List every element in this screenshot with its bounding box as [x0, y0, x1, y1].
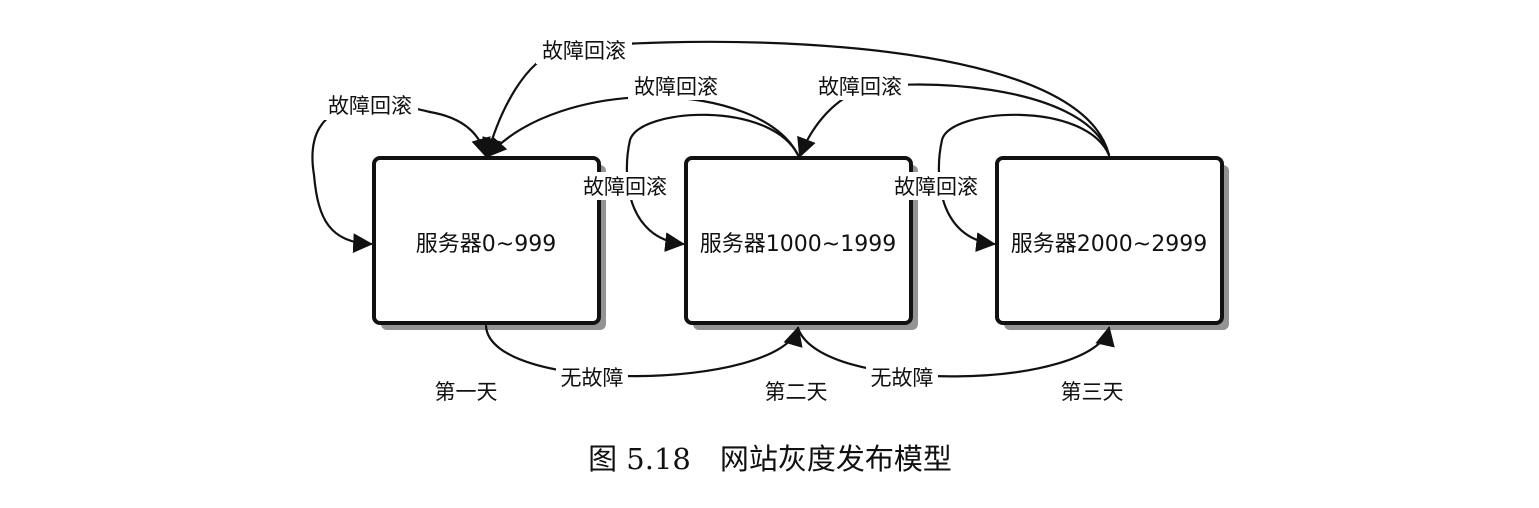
node-3-label: 服务器2000~2999	[1011, 232, 1207, 257]
label-rollback-self-3: 故障回滚	[888, 172, 984, 200]
label-rollback-self-2: 故障回滚	[577, 172, 673, 200]
label-rollback-self-1: 故障回滚	[322, 92, 418, 120]
node-servers-0-999: 服务器0~999	[372, 156, 601, 325]
node-servers-2000-2999: 服务器2000~2999	[995, 156, 1224, 325]
figure-caption: 图 5.18 网站灰度发布模型	[588, 442, 952, 476]
edge-nofault-1-to-2	[484, 324, 803, 378]
edge-nofault-2-to-3	[796, 326, 1115, 378]
edge-rollback-self-3	[937, 113, 1111, 252]
label-rollback-outer: 故障回滚	[536, 36, 632, 64]
day-label-3: 第三天	[1061, 380, 1124, 404]
label-rollback-2-to-1: 故障回滚	[628, 72, 724, 100]
node-2-label: 服务器1000~1999	[700, 232, 896, 257]
svg-text:无故障: 无故障	[561, 366, 624, 390]
svg-text:故障回滚: 故障回滚	[583, 175, 667, 199]
node-servers-1000-1999: 服务器1000~1999	[684, 156, 913, 325]
label-nofault-2-to-3: 无故障	[866, 363, 938, 391]
svg-text:故障回滚: 故障回滚	[328, 94, 412, 118]
svg-text:故障回滚: 故障回滚	[542, 39, 626, 63]
day-label-2: 第二天	[765, 380, 828, 404]
svg-text:故障回滚: 故障回滚	[634, 75, 718, 99]
svg-text:故障回滚: 故障回滚	[818, 75, 902, 99]
edge-rollback-self-2	[625, 113, 800, 252]
svg-text:无故障: 无故障	[871, 366, 934, 390]
edge-rollback-self-1-tail	[428, 110, 491, 158]
node-1-label: 服务器0~999	[416, 232, 556, 257]
edge-rollback-3-to-1	[482, 40, 1111, 158]
label-nofault-1-to-2: 无故障	[556, 363, 628, 391]
day-label-1: 第一天	[435, 380, 498, 404]
svg-text:故障回滚: 故障回滚	[894, 175, 978, 199]
label-rollback-3-to-2: 故障回滚	[812, 72, 908, 100]
